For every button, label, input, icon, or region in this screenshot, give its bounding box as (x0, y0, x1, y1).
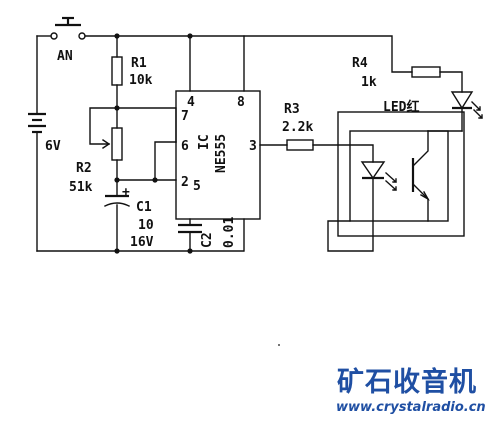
ic-name: IC (197, 134, 212, 150)
c1-name: C1 (136, 200, 152, 215)
switch-label: AN (57, 49, 73, 64)
c1-voltage: 16V (130, 235, 154, 250)
r2-value: 51k (69, 180, 93, 195)
watermark-brand: 矿石收音机 (337, 367, 477, 398)
r4-value: 1k (361, 75, 377, 90)
ic-pin-2: 2 (181, 175, 189, 190)
resistor-r1 (111, 35, 123, 129)
top-rail-wire (36, 35, 463, 93)
ic-pin-6: 6 (181, 139, 189, 154)
c1-value: 10 (138, 218, 154, 233)
push-button-switch (50, 16, 86, 40)
capacitor-c2 (178, 218, 202, 252)
c2-value: 0.01 (222, 217, 237, 248)
ic-pin-3: 3 (249, 139, 257, 154)
capacitor-c1 (104, 194, 130, 252)
junction-dots (114, 33, 193, 254)
r2-name: R2 (76, 161, 92, 176)
r1-value: 10k (129, 73, 153, 88)
r3-name: R3 (284, 102, 300, 117)
ic-pin-4: 4 (187, 95, 195, 110)
ic-ne555 (175, 35, 288, 252)
watermark-url: www.crystalradio.cn (336, 400, 486, 415)
c2-name: C2 (200, 232, 215, 248)
ic-pin-5: 5 (193, 179, 201, 194)
resistor-r4 (411, 66, 441, 78)
resistor-r3 (286, 139, 374, 163)
r3-value: 2.2k (282, 120, 313, 135)
led-label: LED红 (383, 99, 419, 115)
potentiometer-r2 (89, 107, 177, 197)
optocoupler (327, 111, 465, 252)
r4-name: R4 (352, 56, 368, 71)
c1-polarity: + (122, 185, 130, 200)
battery-6v (28, 35, 46, 252)
r1-name: R1 (131, 56, 147, 71)
battery-label: 6V (45, 139, 61, 154)
ic-part: NE555 (214, 134, 229, 173)
stray-dot (278, 344, 280, 346)
ic-pin-8: 8 (237, 95, 245, 110)
ic-pin-7: 7 (181, 109, 189, 124)
